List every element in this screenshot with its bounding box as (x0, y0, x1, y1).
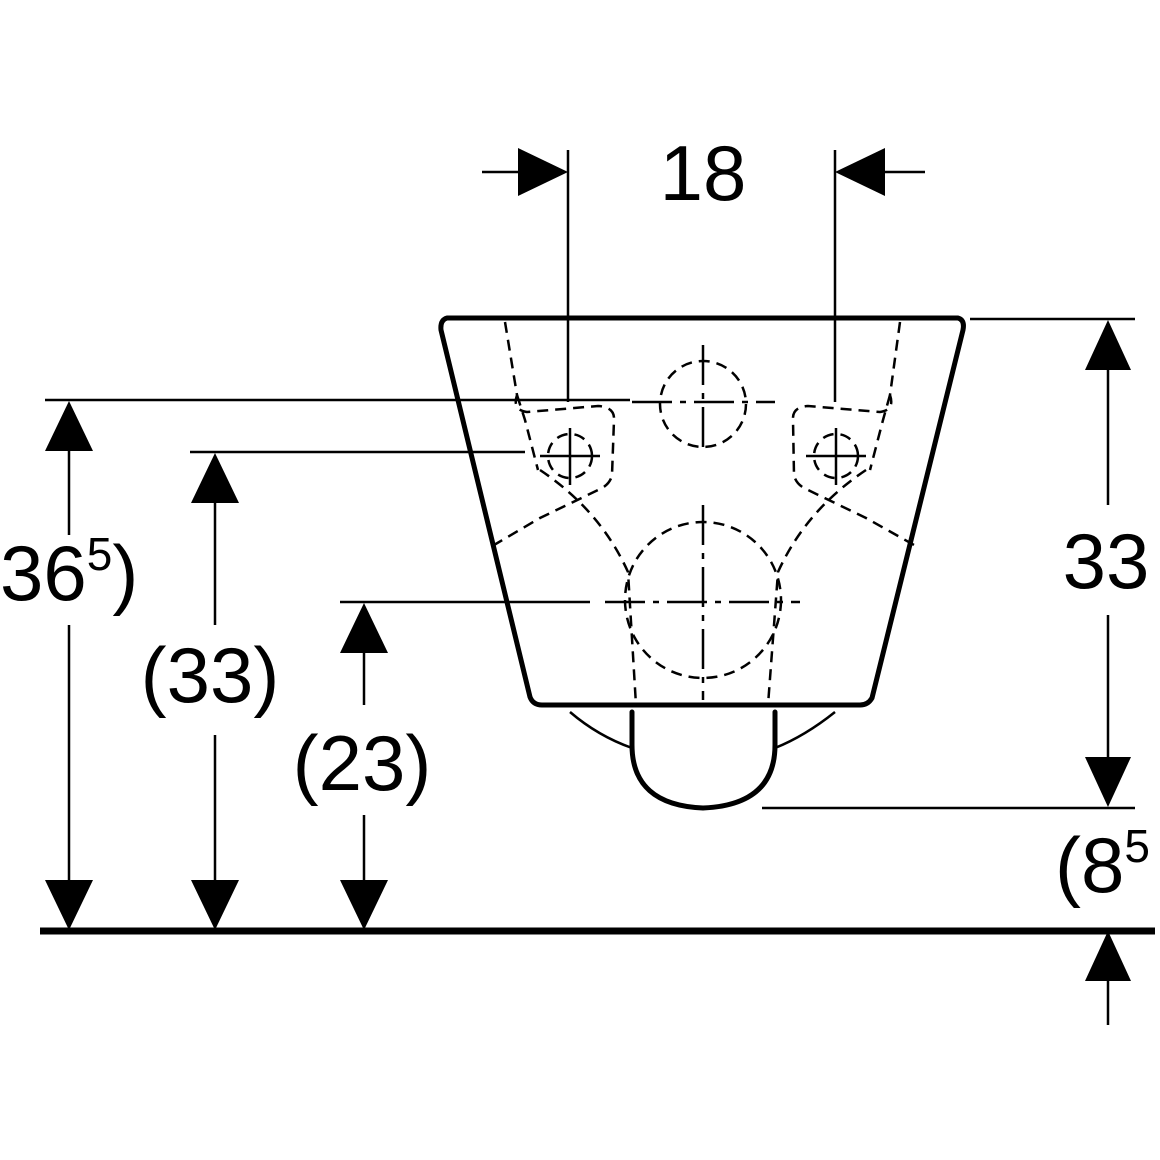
arrow-down (191, 880, 239, 930)
dimension-bottom-right: (85 (1055, 820, 1150, 909)
arrowheads (45, 148, 1131, 981)
arrow-up (1085, 320, 1131, 370)
extension-lines (45, 150, 1135, 810)
arrow-down (1085, 757, 1131, 807)
toilet-outline (438, 315, 966, 811)
arrow-up (191, 453, 239, 503)
arrow-up (340, 603, 388, 653)
center-lines (540, 345, 866, 700)
vertical-dimension-lines (67, 365, 1110, 1025)
arrow-down (45, 880, 93, 930)
arrow-up (45, 401, 93, 451)
dimension-left-inner: (23) (293, 719, 432, 807)
arrow-left (835, 148, 885, 196)
dimension-right-height: 33 (1063, 517, 1150, 605)
arrow-up (1085, 931, 1131, 981)
dimension-left-outer: 365) (0, 528, 138, 617)
arrow-right (518, 148, 568, 196)
arrow-down (340, 880, 388, 930)
dimension-left-middle: (33) (141, 631, 280, 719)
dimension-top-width: 18 (660, 129, 747, 217)
